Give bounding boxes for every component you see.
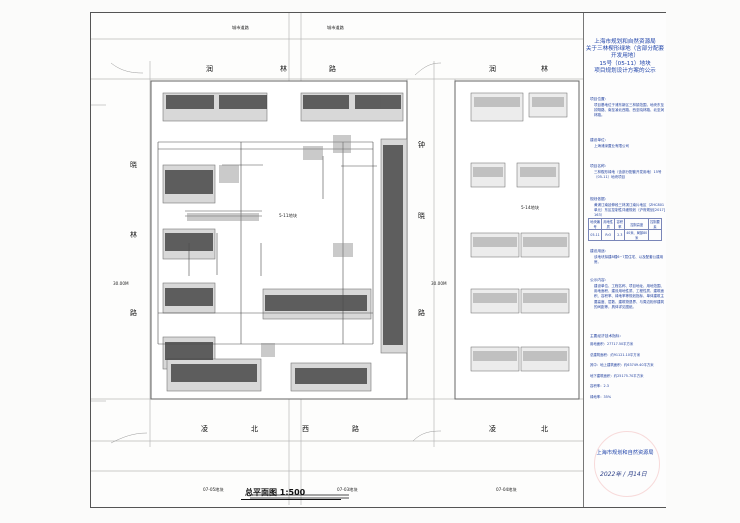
developer-text: 上海浦深置业有限公司 — [594, 144, 629, 148]
notice-title-line-1: 上海市规划和自然资源局 — [594, 39, 656, 45]
road-east-1: 钟 — [418, 140, 425, 149]
road-west-1: 晓 — [130, 160, 137, 169]
plan-title: 总平面图 1:500 — [245, 488, 306, 497]
road-south-2: 北 — [251, 425, 258, 433]
table-header-cell: 地块编号 — [587, 218, 603, 230]
road-north-2: 林 — [280, 64, 287, 73]
project-location-text: 项目基地位于浦东新区三林镇范围，地块东至钟翔路、南至凌北西路、西至晓林路、北至润… — [594, 103, 664, 118]
top-label-2: 城市道路 — [327, 24, 345, 31]
indicator-item: 总建筑面积：约91121.10平方米 — [590, 352, 641, 357]
planning-table-header-row: 地块编号 用地性质 容积率 控制高度 控制要素 — [587, 218, 662, 230]
indicator-item: 地下建筑面积：约25175.70平方米 — [590, 373, 644, 378]
developer-label: 建设单位： — [590, 138, 609, 142]
table-cell: 40米、局部80米 — [624, 229, 650, 241]
planning-table-row: 05-11 Rr3 2.3 40米、局部80米 — [587, 229, 662, 241]
road-north-3: 路 — [329, 64, 336, 73]
table-cell: Rr3 — [601, 229, 616, 241]
bottom-label-1: 07-05地块 — [203, 486, 224, 493]
road-west-2: 林 — [130, 230, 137, 239]
road-north-east-1: 润 — [489, 64, 496, 73]
notice-panel: 上海市规划和自然资源局 关于三林楔形绿地（含部分配套开发用地） 15号（05-1… — [583, 13, 666, 507]
road-north-east-2: 林 — [541, 64, 548, 73]
basis-text: 黄浦江南延伸段三林滨江南片地区（ZHC801 单元）东区控制性详细规划（沪府规划… — [594, 203, 666, 218]
indicators-list: 用地面积：27717.50平方米 总建筑面积：约91121.10平方米 其中：地… — [590, 339, 664, 402]
table-cell: 05-11 — [587, 229, 603, 241]
site-plan: 润 林 路 润 林 晓 林 路 钟 晓 路 凌 北 西 路 凌 北 — [91, 13, 583, 507]
table-header-cell: 用地性质 — [601, 218, 616, 230]
road-south-4: 路 — [352, 424, 359, 433]
drawing-frame: 润 林 路 润 林 晓 林 路 钟 晓 路 凌 北 西 路 凌 北 — [90, 12, 666, 508]
project-name-text: 三林楔形绿地（含部分配套开发用地）15号（05-11）地块项目 — [594, 170, 662, 180]
notice-title-line-3: 15号（05-11）地块 — [599, 60, 651, 67]
notice-title: 上海市规划和自然资源局 关于三林楔形绿地（含部分配套开发用地） 15号（05-1… — [584, 39, 666, 75]
building-type-label: 建设用途： — [590, 249, 609, 253]
indicator-item: 其中：地上建筑面积：约63749.40平方米 — [590, 363, 654, 367]
road-south-3: 西 — [302, 425, 309, 433]
publicity-label: 公示内容： — [590, 278, 609, 282]
bottom-label-3: 07-04地块 — [496, 486, 517, 493]
road-west-3: 路 — [130, 308, 137, 317]
indicators-label: 主要经济技术指标： — [590, 334, 624, 338]
road-east-3: 路 — [418, 308, 425, 317]
bottom-label-2: 07-03地块 — [337, 486, 358, 493]
side-label-1: 30.00M — [113, 281, 129, 286]
east-site-label: 5-14地块 — [521, 204, 540, 211]
basis-label: 规划依据： — [590, 197, 609, 201]
road-east-2: 晓 — [418, 211, 425, 220]
notice-title-line-4: 项目规划设计方案的公示 — [594, 67, 656, 74]
plan-title-underline — [241, 499, 341, 500]
project-location-label: 项目位置： — [590, 97, 609, 101]
planning-table: 地块编号 用地性质 容积率 控制高度 控制要素 05-11 Rr3 2.3 40… — [587, 218, 662, 241]
side-label-2: 30.00M — [431, 281, 447, 286]
top-label-1: 城市道路 — [232, 24, 250, 31]
road-south-east-2: 北 — [541, 425, 548, 433]
project-name-label: 项目名称： — [590, 164, 609, 168]
indicator-item: 用地面积：27717.50平方米 — [590, 342, 634, 346]
footer-date: 2022年 / 月14日 — [600, 471, 647, 478]
table-header-cell: 控制高度 — [624, 218, 650, 230]
indicator-item: 容积率：2.3 — [590, 384, 609, 388]
site-label: 5-11地块 — [279, 212, 298, 219]
table-cell: 2.3 — [614, 229, 626, 241]
table-cell — [648, 229, 662, 241]
notice-title-line-2: 关于三林楔形绿地（含部分配套开发用地） — [585, 46, 665, 60]
road-north-1: 润 — [206, 64, 213, 73]
official-seal-outline — [594, 431, 660, 497]
building-type-text: 该地块拟建8幢6~7层住宅、以及配套公建用房。 — [594, 255, 664, 265]
site-plan-drawing: 润 林 路 润 林 晓 林 路 钟 晓 路 凌 北 西 路 凌 北 — [91, 13, 583, 505]
road-south-1: 凌 — [201, 424, 208, 433]
table-header-cell: 控制要素 — [648, 218, 662, 230]
road-south-east-1: 凌 — [489, 424, 496, 433]
indicator-item: 绿地率：35% — [590, 394, 612, 399]
footer-authority: 上海市规划和自然资源局 — [596, 450, 654, 456]
table-header-cell: 容积率 — [614, 218, 626, 230]
publicity-text: 建设单位、工程名称、项目地址、用地范围、用地面积、建设用地性质、工程性质、建筑面… — [594, 284, 664, 309]
